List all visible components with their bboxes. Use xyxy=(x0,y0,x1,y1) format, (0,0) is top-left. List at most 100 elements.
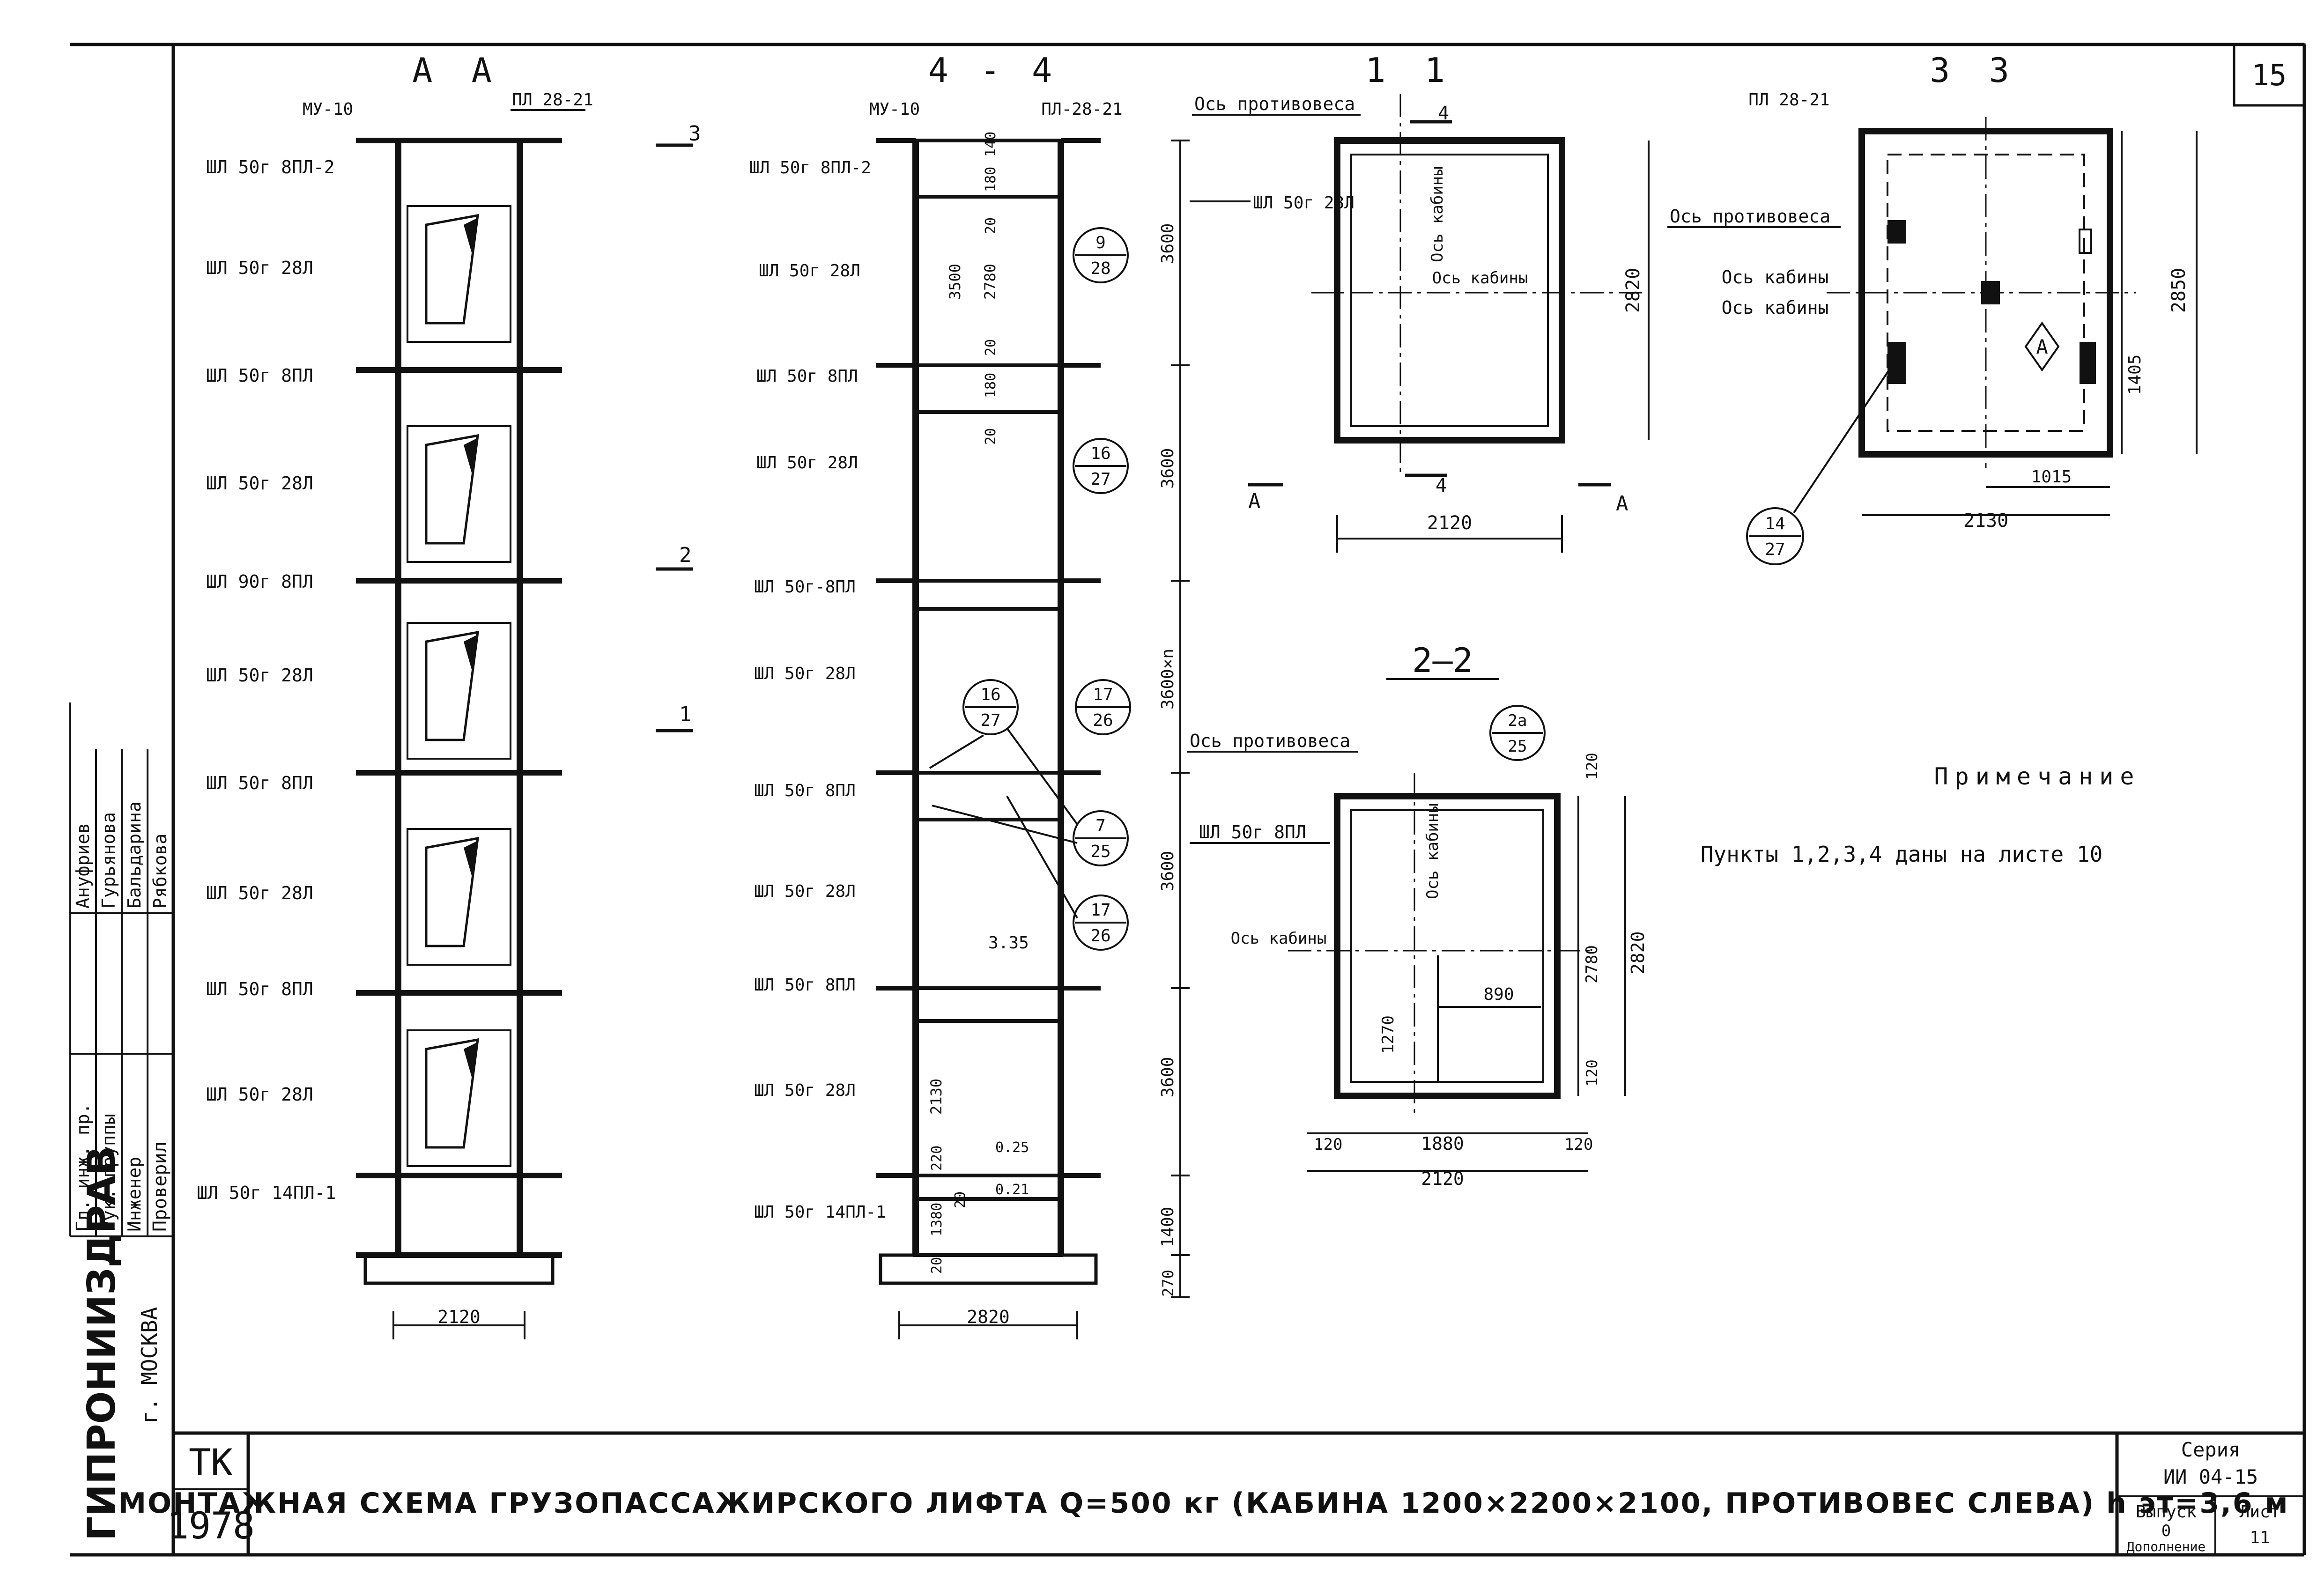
s22-label: ШЛ 50г 8ПЛ xyxy=(1199,822,1306,843)
aa-door-mark xyxy=(425,630,479,741)
s44-label-4: ШЛ 50г-8ПЛ xyxy=(754,577,856,597)
s11-cut-4-bottom: 4 xyxy=(1436,475,1447,496)
s44-idim-15: 0.21 xyxy=(995,1182,1029,1198)
svg-text:A: A xyxy=(2036,335,2048,358)
aa-floor-lines xyxy=(356,138,562,1258)
svg-text:28: 28 xyxy=(1090,259,1110,278)
svg-text:27: 27 xyxy=(1765,540,1785,559)
s44-label-7: ШЛ 50г 28Л xyxy=(754,882,856,901)
svg-text:2а: 2а xyxy=(1508,711,1527,730)
svg-text:9: 9 xyxy=(1095,233,1106,252)
section-11: 1 1 Ось противовеса 4 ШЛ 50г 28Л Ось каб… xyxy=(1190,51,1650,553)
svg-text:16: 16 xyxy=(1090,444,1110,463)
aa-door-hatch xyxy=(464,218,478,258)
s44-callout-4: 7 25 xyxy=(1073,810,1129,866)
aa-marker-2: 2 xyxy=(679,543,692,567)
s44-callout-3: 17 26 xyxy=(1075,679,1131,735)
s33-tag: A xyxy=(2024,321,2060,372)
s44-rdim-1: 3600 xyxy=(1158,448,1177,489)
s22-dim-1270: 1270 xyxy=(1379,1015,1398,1054)
left-stamp: Гл. инж. пр. Рук. группы Инженер Провери… xyxy=(69,702,173,1541)
s33-dim-height: 2850 xyxy=(2168,268,2190,313)
s44-rdim-2: 3600×n xyxy=(1158,649,1177,710)
s44-rdim-0: 3600 xyxy=(1158,223,1177,264)
stamp-role-2: Рук. группы xyxy=(98,1114,119,1232)
stamp-year: 1978 xyxy=(167,1505,255,1547)
svg-text:17: 17 xyxy=(1090,901,1110,920)
s44-rdim-4: 3600 xyxy=(1158,1057,1177,1098)
s44-idim-10: 20 xyxy=(952,1191,969,1208)
aa-label-1: ШЛ 50г 28Л xyxy=(206,258,313,278)
s33-dim-1015: 1015 xyxy=(2031,467,2072,487)
s44-label-3: ШЛ 50г 28Л xyxy=(756,453,858,473)
stamp-role-3: Инженер xyxy=(124,1157,145,1232)
stamp-name-2: Гурьянова xyxy=(98,812,119,909)
issue-value: 0 xyxy=(2161,1522,2171,1540)
sheet-number: 15 xyxy=(2252,58,2287,92)
s44-idim-9: 220 xyxy=(929,1146,945,1171)
s33-cabin-axis-b: Ось кабины xyxy=(1722,297,1829,318)
s22-dim-1880: 1880 xyxy=(1421,1133,1464,1154)
aa-label-0: ШЛ 50г 8ПЛ-2 xyxy=(206,157,335,177)
aa-label-10: ШЛ 50г 14ПЛ-1 xyxy=(197,1183,336,1203)
aa-marker-3: 3 xyxy=(688,122,701,146)
s33-cabin-axis-a: Ось кабины xyxy=(1722,267,1829,288)
note-text: Пункты 1,2,3,4 даны на листе 10 xyxy=(1701,842,2103,867)
s11-dim-height: 2820 xyxy=(1622,268,1644,313)
s44-idim-8: 2130 xyxy=(927,1079,945,1115)
s44-label-9: ШЛ 50г 28Л xyxy=(754,1081,856,1100)
s22-callout: 2а 25 xyxy=(1489,705,1546,761)
stamp-org: ГИПРОНИИЗДРАВ xyxy=(80,1146,124,1541)
s11-cabin-axis-b: Ось кабины xyxy=(1432,269,1528,288)
aa-label-6: ШЛ 50г 8ПЛ xyxy=(206,773,313,793)
s33-dim-width: 2130 xyxy=(1963,510,2008,532)
s44-rdim-6: 270 xyxy=(1159,1270,1177,1297)
s11-cut-a-left: А xyxy=(1248,489,1261,513)
svg-text:16: 16 xyxy=(980,685,1000,704)
s44-idim-4: 2780 xyxy=(981,264,999,300)
aa-top-mu: МУ-10 xyxy=(303,100,353,119)
aa-door-hatch xyxy=(464,841,478,880)
s44-label-8: ШЛ 50г 8ПЛ xyxy=(754,976,856,995)
aa-door-panel xyxy=(407,205,511,343)
aa-label-4: ШЛ 90г 8ПЛ xyxy=(206,571,313,592)
s22-dim-120-right: 120 xyxy=(1564,1135,1593,1154)
s44-idim-0: 140 xyxy=(983,132,999,157)
s22-dim-2780: 2780 xyxy=(1583,945,1601,983)
aa-marker-1: 1 xyxy=(679,702,692,726)
stamp-name-3: Бальдарина xyxy=(124,801,145,909)
svg-text:27: 27 xyxy=(1090,470,1110,489)
aa-door-hatch xyxy=(464,1042,478,1082)
s22-dim-2120: 2120 xyxy=(1421,1168,1464,1189)
svg-text:7: 7 xyxy=(1095,816,1106,835)
sheet-label: Лист xyxy=(2240,1502,2280,1522)
aa-label-8: ШЛ 50г 8ПЛ xyxy=(206,979,313,999)
series-label: Серия xyxy=(2181,1438,2240,1461)
aa-door-mark xyxy=(425,214,479,325)
aa-door-hatch xyxy=(464,438,478,478)
note: Примечание Пункты 1,2,3,4 даны на листе … xyxy=(1701,763,2134,867)
aa-top-pl: ПЛ 28-21 xyxy=(512,90,593,110)
s44-idim-13: 3.35 xyxy=(988,933,1029,953)
s11-dim-width: 2120 xyxy=(1427,512,1472,534)
aa-door-mark xyxy=(425,434,479,545)
section-33-title: 3 3 xyxy=(1930,51,2019,90)
aa-label-9: ШЛ 50г 28Л xyxy=(206,1084,313,1105)
drawing-title: МОНТАЖНАЯ СХЕМА ГРУЗОПАССАЖИРСКОГО ЛИФТА… xyxy=(118,1487,2289,1520)
aa-label-2: ШЛ 50г 8ПЛ xyxy=(206,365,313,386)
s22-cw-axis: Ось противовеса xyxy=(1190,731,1350,751)
s44-callout-2: 16 27 xyxy=(962,679,1019,735)
aa-labels: ШЛ 50г 8ПЛ-2 ШЛ 50г 28Л ШЛ 50г 8ПЛ ШЛ 50… xyxy=(197,157,336,1203)
svg-text:26: 26 xyxy=(1090,926,1110,946)
title-block: ТК 1978 МОНТАЖНАЯ СХЕМА ГРУЗОПАССАЖИРСКО… xyxy=(118,1433,2304,1555)
s11-label: ШЛ 50г 28Л xyxy=(1253,193,1354,213)
s44-idim-1: 180 xyxy=(983,167,999,192)
s11-cabin-axis-a: Ось кабины xyxy=(1428,166,1447,262)
series-value: ИИ 04-15 xyxy=(2163,1465,2258,1488)
s44-callout-5: 17 26 xyxy=(1073,894,1129,951)
s22-dim-890: 890 xyxy=(1483,985,1514,1004)
issue-label: Выпуск xyxy=(2136,1502,2197,1522)
stamp-role-1: Гл. инж. пр. xyxy=(73,1103,93,1232)
s22-dim-2820: 2820 xyxy=(1628,931,1648,974)
